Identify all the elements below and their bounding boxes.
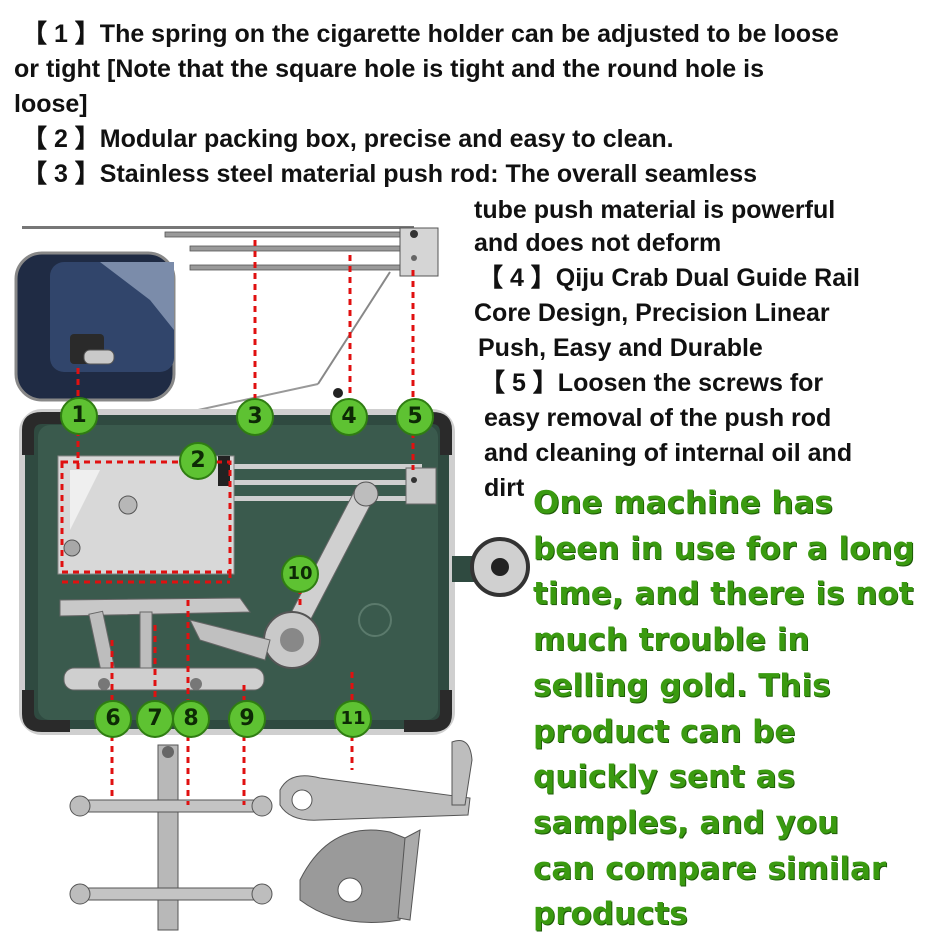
promo-line: product can be — [533, 713, 796, 750]
callout-2: 2 — [179, 442, 217, 480]
callout-10: 10 — [281, 555, 319, 593]
callout-5: 5 — [396, 398, 434, 436]
promo-line: can compare similar — [533, 850, 887, 887]
promo-line: One machine has — [533, 485, 833, 521]
feature-4-line-2: Core Design, Precision Linear — [474, 299, 830, 327]
feature-3-line-2: tube push material is powerful — [474, 196, 836, 224]
callout-8: 8 — [172, 700, 210, 738]
callout-6: 6 — [94, 700, 132, 738]
feature-2-line: 【 2 】Modular packing box, precise and ea… — [22, 125, 674, 153]
feature-3-line-1: 【 3 】Stainless steel material push rod: … — [22, 160, 758, 188]
promo-line: samples, and you — [533, 804, 840, 841]
promo-line: selling gold. This — [533, 667, 831, 704]
inset-detail — [14, 251, 176, 402]
feature-1-line-1: 【 1 】The spring on the cigarette holder … — [22, 20, 839, 48]
feature-5-line-1: 【 5 】Loosen the screws for — [480, 369, 824, 397]
feature-1-line-2: or tight [Note that the square hole is t… — [14, 55, 764, 83]
callout-11: 11 — [334, 700, 372, 738]
loose-parts — [69, 740, 473, 931]
feature-3-line-3: and does not deform — [474, 229, 722, 257]
feature-4-line-1: 【 4 】Qiju Crab Dual Guide Rail — [478, 264, 861, 292]
callout-3: 3 — [236, 398, 274, 436]
feature-1-line-3: loose] — [14, 90, 88, 118]
feature-4-line-3: Push, Easy and Durable — [478, 334, 763, 362]
push-rod-assembly — [22, 226, 439, 421]
promo-line: quickly sent as — [533, 759, 796, 796]
side-knob — [452, 537, 530, 597]
promo-line: time, and there is not — [533, 576, 914, 613]
promo-line: been in use for a long — [533, 530, 915, 567]
feature-5-line-3: and cleaning of internal oil and — [484, 439, 853, 467]
feature-5-line-4: dirt — [484, 474, 525, 502]
promo-line: much trouble in — [533, 622, 810, 659]
callout-7: 7 — [136, 700, 174, 738]
machine-diagram — [14, 226, 530, 931]
callout-9: 9 — [228, 700, 266, 738]
promo-line: products — [533, 896, 688, 933]
feature-5-line-2: easy removal of the push rod — [484, 404, 832, 432]
promo-text-block: One machine has been in use for a long t… — [533, 481, 938, 938]
callout-4: 4 — [330, 398, 368, 436]
callout-1: 1 — [60, 397, 98, 435]
guide-lines — [60, 240, 415, 805]
